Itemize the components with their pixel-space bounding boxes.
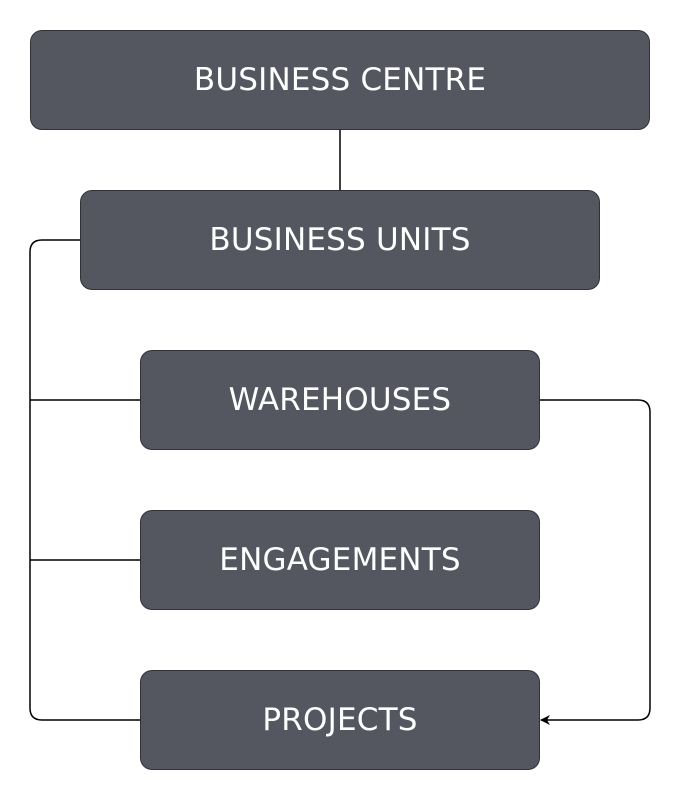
edge-warehouses-projects-arrow [540,399,651,725]
edge-units-projects [29,239,140,721]
node-label: WAREHOUSES [228,382,452,418]
node-business-units[interactable]: BUSINESS UNITS [80,190,600,290]
node-label: BUSINESS UNITS [209,222,471,258]
node-engagements[interactable]: ENGAGEMENTS [140,510,540,610]
node-warehouses[interactable]: WAREHOUSES [140,350,540,450]
node-projects[interactable]: PROJECTS [140,670,540,770]
node-business-centre[interactable]: BUSINESS CENTRE [30,30,650,130]
node-label: PROJECTS [262,702,418,738]
node-label: ENGAGEMENTS [219,542,461,578]
node-label: BUSINESS CENTRE [193,62,487,98]
